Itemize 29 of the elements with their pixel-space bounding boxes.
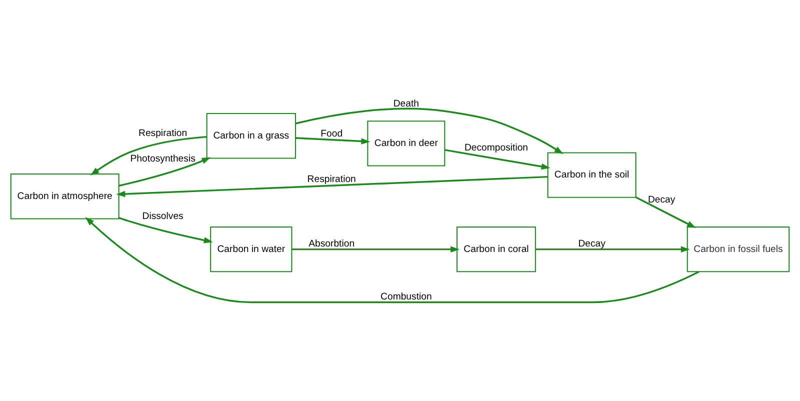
edge-label: Combustion [380,292,432,303]
edge-label: Decomposition [464,142,528,154]
edge-label: Absorbtion [308,238,355,250]
arrow [536,246,690,252]
edge-label: Photosynthesis [130,153,196,164]
arrow [444,149,550,170]
edge-label: Food [320,128,343,140]
edge-label: Dissolves [142,211,184,222]
edge-label: Decay [578,238,606,250]
edge-label: Respiration [138,128,188,140]
arrow [118,216,213,244]
node-box: Carbon in fossil fuels [686,226,790,272]
node-box: Carbon in the soil [547,152,636,198]
node-box: Carbon in atmosphere [10,174,120,220]
edge-label: Death [393,98,420,110]
node-box: Carbon in deer [367,120,446,166]
arrow [90,136,207,176]
arrow [292,246,460,252]
edge-label: Respiration [307,174,356,186]
node-box: Carbon in a grass [206,113,296,159]
node-box: Carbon in water [210,226,292,272]
edge-label: Decay [648,194,676,206]
node-box: Carbon in coral [456,226,536,272]
arrow [295,108,564,154]
arrow [118,157,211,187]
arrow [635,196,696,228]
arrow [85,217,700,304]
arrow [116,176,548,198]
arrow [296,137,370,144]
